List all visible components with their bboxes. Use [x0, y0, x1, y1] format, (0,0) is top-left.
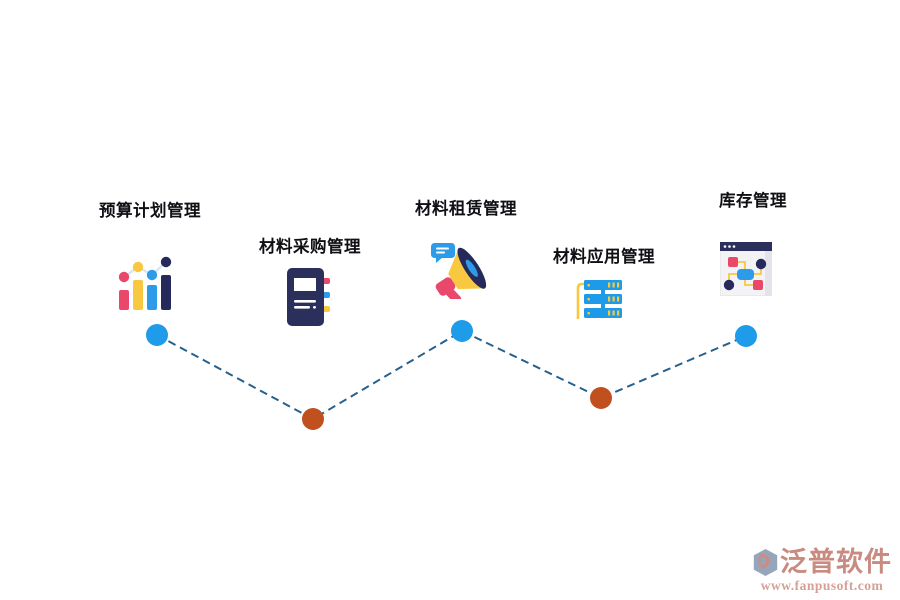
- flow-node-3: [451, 320, 473, 342]
- watermark: 泛普软件 www.fanpusoft.com: [752, 548, 892, 594]
- station-label-procurement: 材料采购管理: [259, 238, 361, 256]
- watermark-brand: 泛普软件: [780, 547, 892, 577]
- station-label-rental: 材料租赁管理: [415, 200, 517, 218]
- zigzag-dashed-line: [156, 329, 747, 421]
- watermark-url: www.fanpusoft.com: [760, 578, 884, 593]
- flow-node-4: [590, 387, 612, 409]
- flow-node-2: [302, 408, 324, 430]
- server-stack-icon: [576, 280, 622, 319]
- station-label-inventory: 库存管理: [719, 192, 787, 210]
- station-label-budget-plan: 预算计划管理: [99, 202, 201, 220]
- fanpu-logo-icon: [753, 549, 778, 576]
- station-label-application: 材料应用管理: [553, 248, 655, 266]
- notebook-icon: [287, 268, 330, 326]
- bar-chart-icon: [118, 256, 172, 310]
- megaphone-icon: [431, 243, 487, 299]
- browser-flowchart-icon: [720, 242, 772, 296]
- flow-node-1: [146, 324, 168, 346]
- flow-node-5: [735, 325, 757, 347]
